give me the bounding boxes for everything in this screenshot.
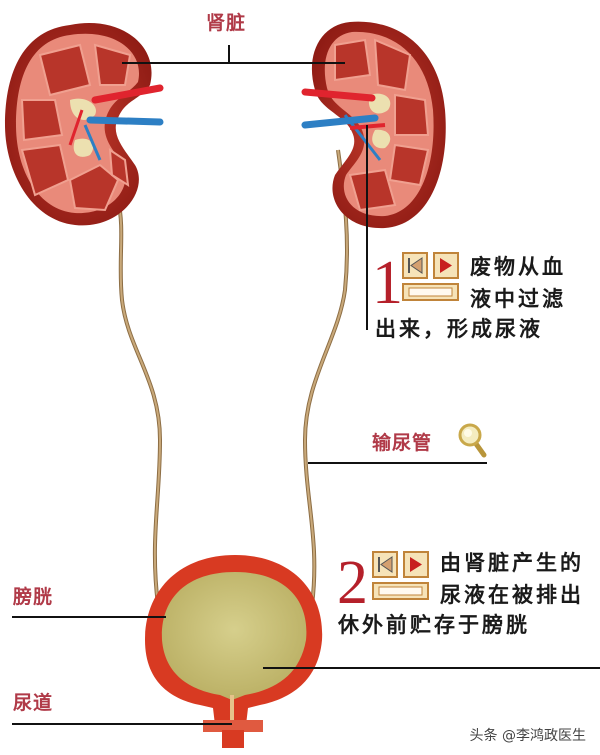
note2-line1: 由肾脏产生的 bbox=[440, 550, 584, 575]
kidney-label: 肾脏 bbox=[206, 12, 247, 34]
note2-line3: 休外前贮存于膀胱 bbox=[338, 612, 530, 637]
left-ureter bbox=[116, 199, 163, 606]
note2-number: 2 bbox=[337, 549, 368, 617]
right-ureter bbox=[302, 149, 349, 606]
note1-line2: 液中过滤 bbox=[470, 286, 566, 311]
note2-line2: 尿液在被排出 bbox=[440, 582, 584, 607]
note2-badge-icon bbox=[372, 551, 429, 600]
right-kidney bbox=[301, 21, 446, 229]
note1-badge-icon bbox=[402, 252, 459, 301]
bladder-label: 膀胱 bbox=[13, 586, 54, 608]
magnifier-icon bbox=[458, 423, 487, 458]
bladder bbox=[145, 555, 323, 748]
ureter-label: 输尿管 bbox=[372, 432, 433, 454]
note1-number: 1 bbox=[372, 249, 403, 317]
note1-line3: 出来，形成尿液 bbox=[375, 316, 543, 341]
urethra-label: 尿道 bbox=[13, 692, 54, 714]
left-kidney bbox=[5, 23, 164, 226]
watermark: 头条 @李鸿政医生 bbox=[469, 728, 586, 744]
note1-line1: 废物从血 bbox=[470, 254, 566, 279]
